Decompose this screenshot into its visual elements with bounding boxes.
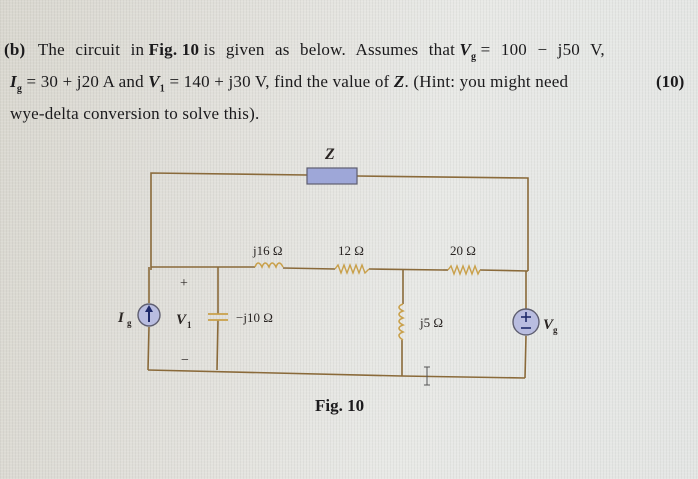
ig-source-subscript: g <box>127 318 132 328</box>
v1-symbol: V <box>148 72 160 91</box>
v1-subscript: 1 <box>187 320 192 330</box>
text-cursor-icon <box>424 366 430 386</box>
figure-caption: Fig. 10 <box>315 396 365 415</box>
ig-symbol: I <box>10 72 17 91</box>
current-source-icon <box>137 303 161 327</box>
vg-source-label: V <box>543 317 555 333</box>
resistor-12-label: 12 Ω <box>338 243 364 258</box>
problem-line-1: (b) The circuit in Fig. 10 is given as b… <box>4 40 605 62</box>
marks-label: (10) <box>656 72 685 91</box>
figure-reference: Fig. 10 <box>148 40 200 59</box>
problem-line-3: wye-delta conversion to solve this). <box>10 104 260 123</box>
resistor-20-icon <box>447 264 481 276</box>
capacitor-icon <box>208 313 228 321</box>
problem-line-2: Ig = 30 + j20 A and V1 = 140 + j30 V, fi… <box>10 72 568 94</box>
v1-value: = 140 + j30 V, find the value of <box>169 72 390 91</box>
resistor-20-label: 20 Ω <box>450 243 476 258</box>
voltage-source-icon <box>512 308 540 336</box>
inductor-j16-icon <box>254 262 284 269</box>
ig-value: = 30 + j20 A and <box>26 72 144 91</box>
part-label: (b) <box>4 40 26 59</box>
inductor-j5-label: j5 Ω <box>419 315 443 330</box>
z-label: Z <box>324 146 335 163</box>
v1-label: V <box>176 312 188 328</box>
capacitor-label: −j10 Ω <box>236 310 273 325</box>
ig-source-label: I <box>117 310 125 326</box>
v1-minus-sign: − <box>181 353 189 368</box>
hint-text: . (Hint: you might need <box>404 72 569 91</box>
v1-subscript: 1 <box>159 83 165 95</box>
vg-source-subscript: g <box>553 325 558 335</box>
inductor-j5-icon <box>398 303 405 341</box>
z-symbol: Z <box>393 72 405 91</box>
inductor-j16-label: j16 Ω <box>252 243 283 258</box>
vg-value: = 100 − j50 V, <box>480 40 605 59</box>
problem-text: is given as below. Assumes that <box>203 40 455 59</box>
resistor-12-icon <box>334 263 370 275</box>
problem-text: The circuit in <box>37 40 145 59</box>
vg-symbol: V <box>459 40 471 59</box>
wires <box>147 172 529 379</box>
v1-plus-sign: + <box>180 276 188 291</box>
vg-subscript: g <box>471 51 477 63</box>
z-impedance-box <box>306 167 358 185</box>
ig-subscript: g <box>16 83 23 95</box>
